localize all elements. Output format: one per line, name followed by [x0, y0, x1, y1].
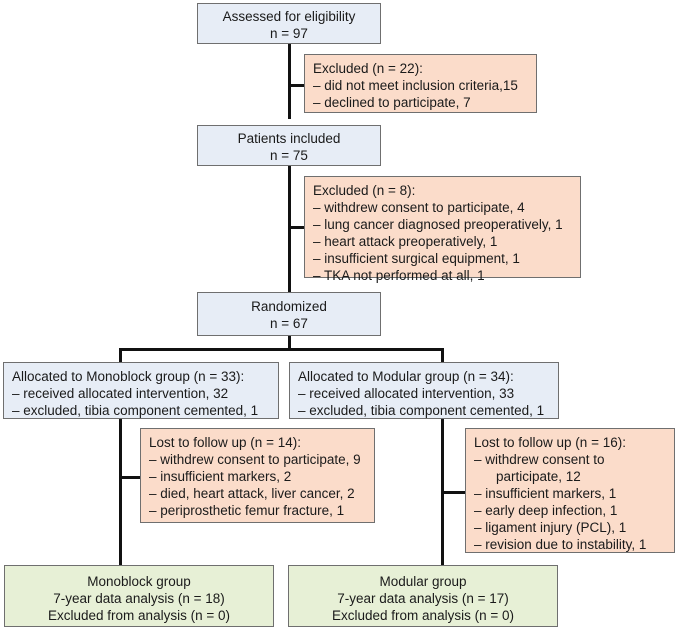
allocated-monoblock-item: – received allocated intervention, 32 — [12, 386, 229, 401]
connector-randomized-down — [288, 336, 291, 351]
excluded2-item: – insufficient surgical equipment, 1 — [313, 251, 520, 266]
excluded2-box: Excluded (n = 8): – withdrew consent to … — [304, 176, 581, 283]
included-title: Patients included — [237, 131, 341, 146]
excluded1-box: Excluded (n = 22): – did not meet inclus… — [304, 54, 537, 113]
assessed-box: Assessed for eligibility n = 97 — [197, 3, 381, 44]
allocated-modular-title: Allocated to Modular group (n = 34): — [298, 369, 514, 384]
final-monoblock-excluded: Excluded from analysis (n = 0) — [48, 608, 230, 623]
excluded2-item: – withdrew consent to participate, 4 — [313, 200, 525, 215]
lost-monoblock-box: Lost to follow up (n = 14): – withdrew c… — [140, 428, 375, 523]
connector-split-right — [441, 348, 444, 362]
excluded2-title: Excluded (n = 8): — [313, 183, 416, 198]
randomized-title: Randomized — [251, 299, 327, 314]
connector-main-middle — [288, 166, 291, 292]
final-modular-analysis: 7-year data analysis (n = 17) — [337, 591, 509, 606]
final-modular-box: Modular group 7-year data analysis (n = … — [288, 565, 558, 627]
allocated-monoblock-box: Allocated to Monoblock group (n = 33): –… — [3, 362, 279, 419]
connector-mono-down — [119, 419, 122, 565]
connector-main-top — [288, 44, 291, 119]
connector-lost-mod — [441, 491, 465, 494]
lost-modular-item: – insufficient markers, 1 — [474, 486, 617, 501]
allocated-modular-box: Allocated to Modular group (n = 34): – r… — [289, 362, 559, 419]
lost-monoblock-item: – insufficient markers, 2 — [149, 469, 292, 484]
lost-monoblock-title: Lost to follow up (n = 14): — [149, 435, 301, 450]
lost-modular-item: – early deep infection, 1 — [474, 503, 618, 518]
allocated-modular-item: – received allocated intervention, 33 — [298, 386, 515, 401]
lost-modular-item: – ligament injury (PCL), 1 — [474, 520, 627, 535]
connector-lost-mono — [119, 476, 140, 479]
final-modular-title: Modular group — [379, 574, 467, 589]
randomized-box: Randomized n = 67 — [197, 292, 381, 336]
lost-modular-item: – withdrew consent to — [474, 452, 605, 467]
allocated-monoblock-item: – excluded, tibia component cemented, 1 — [12, 403, 259, 418]
connector-split — [119, 348, 444, 351]
connector-excluded2 — [288, 226, 304, 229]
assessed-title: Assessed for eligibility — [222, 9, 356, 24]
excluded2-item: – lung cancer diagnosed preoperatively, … — [313, 217, 563, 232]
final-modular-excluded: Excluded from analysis (n = 0) — [332, 608, 514, 623]
lost-monoblock-item: – died, heart attack, liver cancer, 2 — [149, 486, 355, 501]
excluded1-item: – declined to participate, 7 — [313, 95, 471, 110]
excluded2-item: – heart attack preoperatively, 1 — [313, 234, 498, 249]
included-count: n = 75 — [270, 148, 308, 163]
included-box: Patients included n = 75 — [197, 125, 381, 166]
excluded1-title: Excluded (n = 22): — [313, 61, 423, 76]
final-monoblock-title: Monoblock group — [87, 574, 191, 589]
lost-modular-box: Lost to follow up (n = 16): – withdrew c… — [465, 428, 675, 553]
assessed-count: n = 97 — [270, 26, 308, 41]
connector-excluded1 — [288, 84, 304, 87]
connector-split-left — [119, 348, 122, 362]
excluded1-item: – did not meet inclusion criteria,15 — [313, 78, 518, 93]
final-monoblock-box: Monoblock group 7-year data analysis (n … — [4, 565, 274, 627]
lost-modular-item-continued: participate, 12 — [496, 469, 581, 484]
lost-monoblock-item: – withdrew consent to participate, 9 — [149, 452, 361, 467]
randomized-count: n = 67 — [270, 316, 308, 331]
allocated-monoblock-title: Allocated to Monoblock group (n = 33): — [12, 369, 245, 384]
lost-monoblock-item: – periprosthetic femur fracture, 1 — [149, 503, 345, 518]
allocated-modular-item: – excluded, tibia component cemented, 1 — [298, 403, 545, 418]
lost-modular-item: – revision due to instability, 1 — [474, 537, 647, 552]
lost-modular-title: Lost to follow up (n = 16): — [474, 435, 626, 450]
final-monoblock-analysis: 7-year data analysis (n = 18) — [53, 591, 225, 606]
excluded2-item: – TKA not performed at all, 1 — [313, 268, 485, 283]
